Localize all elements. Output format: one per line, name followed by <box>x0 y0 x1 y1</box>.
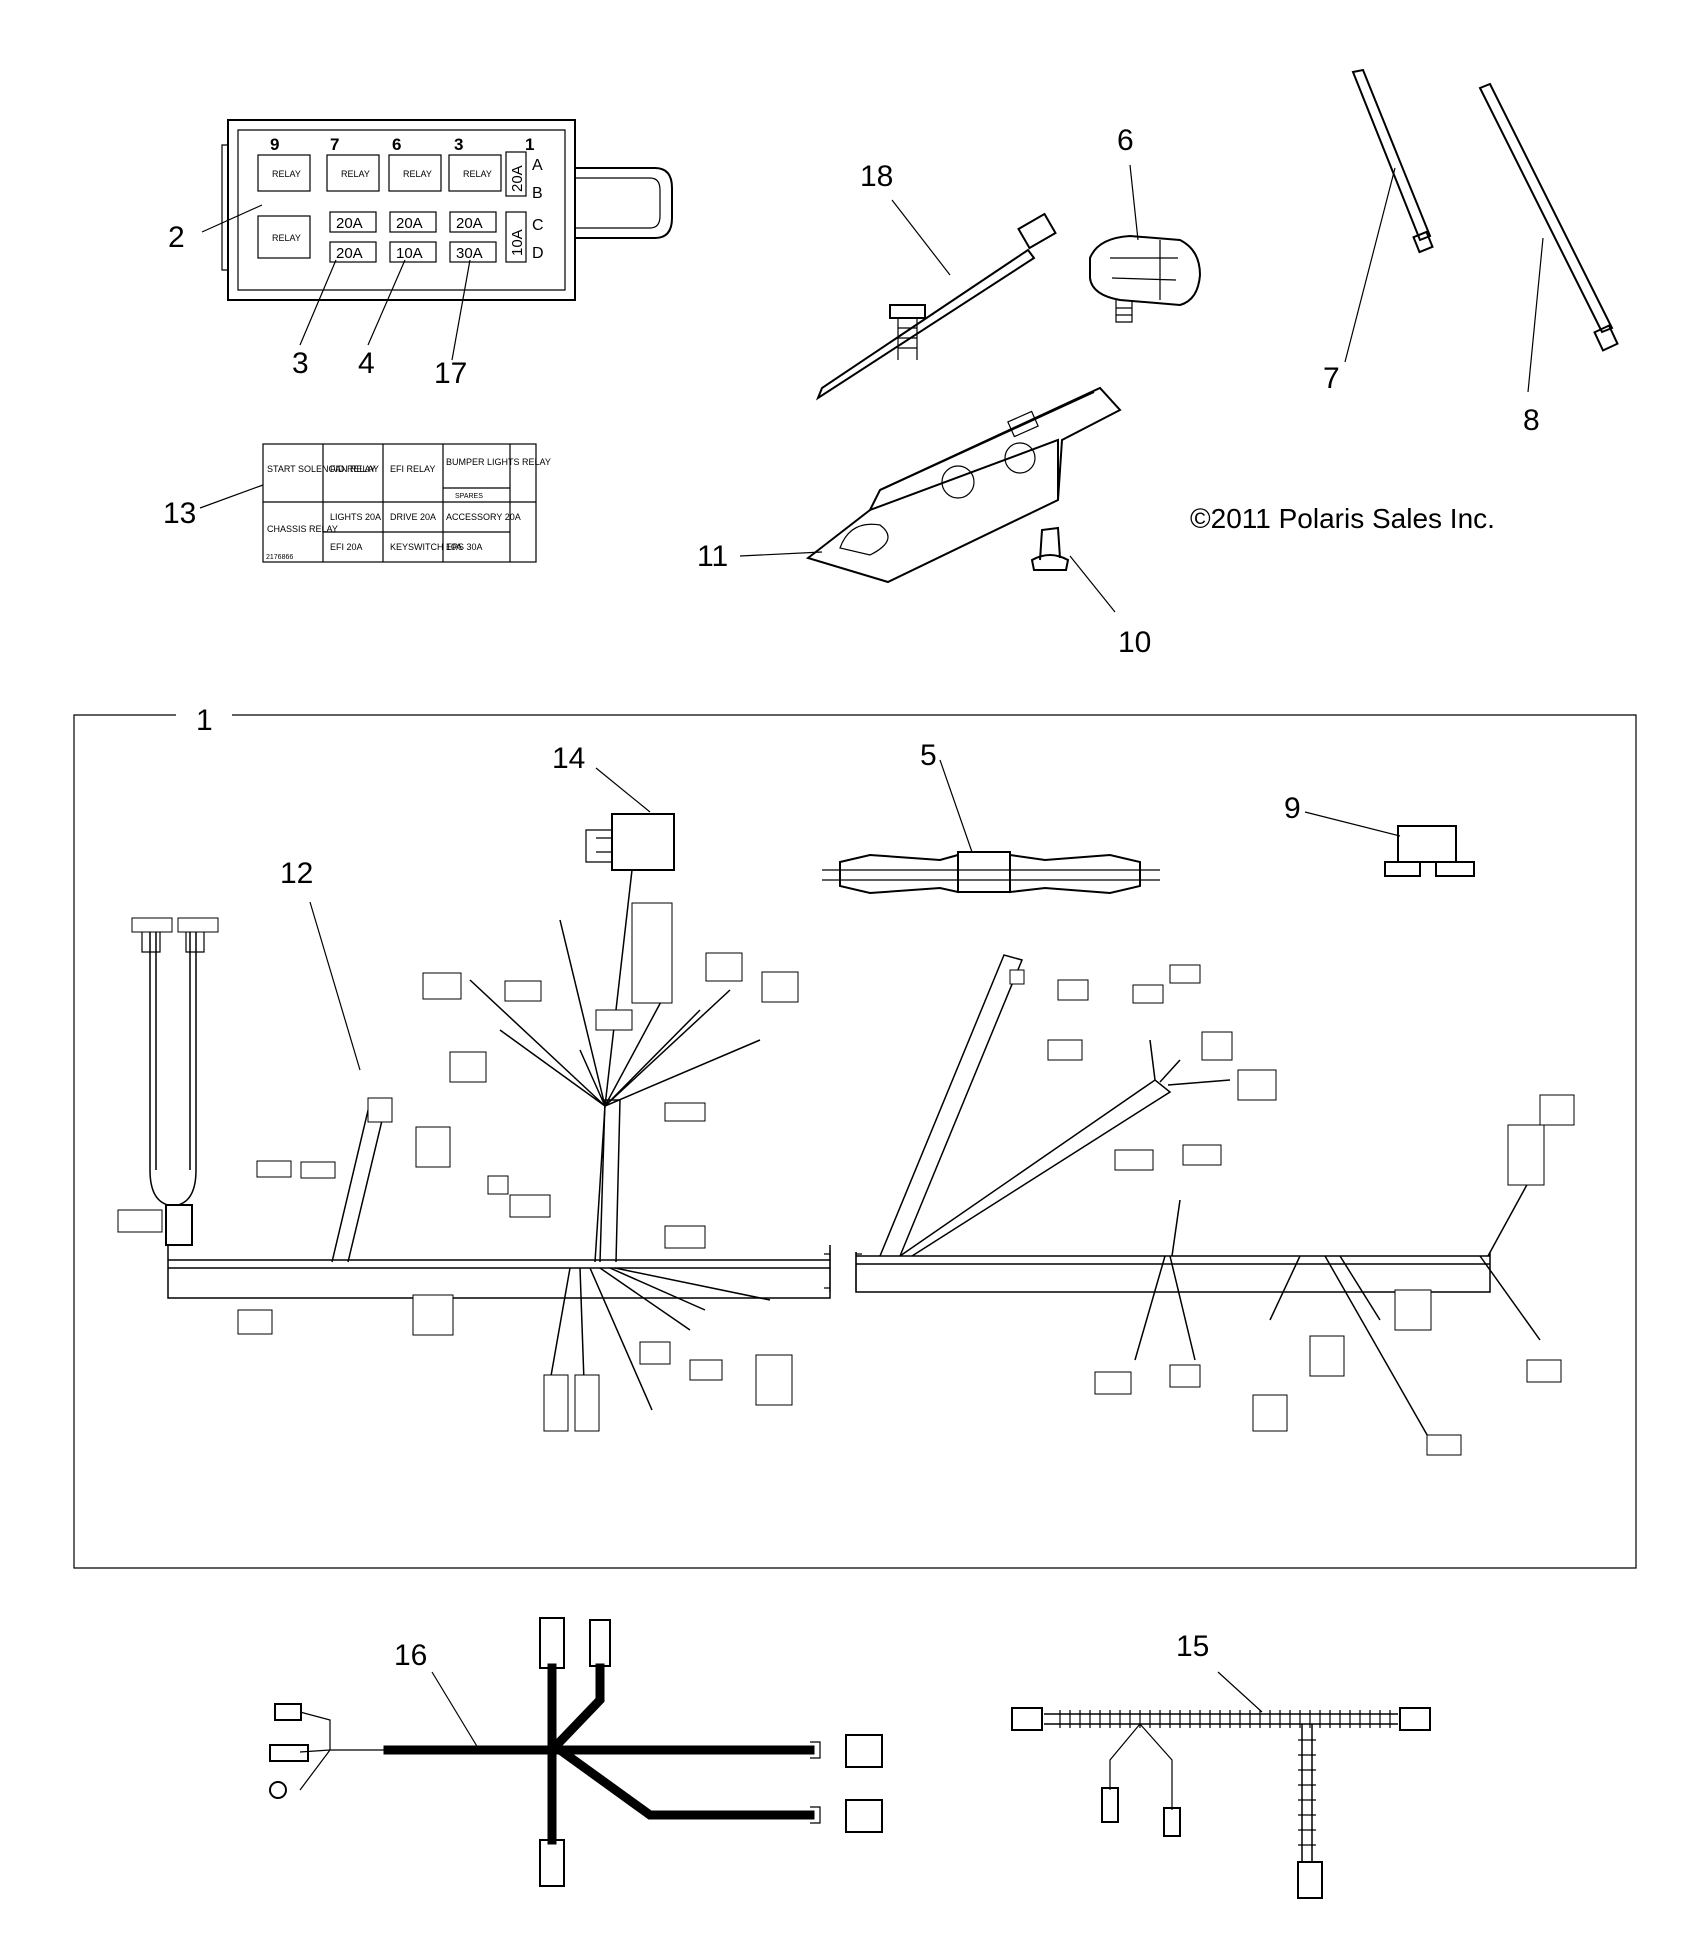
label-cell: EFI RELAY <box>390 464 435 474</box>
cable-tie-push-mount <box>815 199 1057 401</box>
fuse-rating: 20A <box>336 215 363 232</box>
callout-14: 14 <box>552 742 585 775</box>
label-cell: FAN RELAY <box>330 464 379 474</box>
copyright-notice: ©2011 Polaris Sales Inc. <box>1190 503 1495 534</box>
callout-11: 11 <box>697 540 728 573</box>
relay-label: RELAY <box>403 169 432 179</box>
relay-label: RELAY <box>272 233 301 243</box>
callout-5: 5 <box>920 739 937 772</box>
callout-4: 4 <box>358 347 375 380</box>
fuse-row-letter: D <box>532 245 544 262</box>
sub-harness-15 <box>1011 1671 1431 1899</box>
callout-7: 7 <box>1323 362 1340 395</box>
label-cell: CHASSIS RELAY <box>267 524 338 534</box>
connector-clip <box>1089 164 1202 323</box>
mounting-bracket <box>739 386 1122 584</box>
label-cell: KEYSWITCH 10A <box>390 542 462 552</box>
fuse-row-letter: C <box>532 217 544 234</box>
fuse-column-number: 3 <box>454 135 463 154</box>
fuse-column-number: 1 <box>525 135 534 154</box>
callout-13: 13 <box>163 497 196 530</box>
fuse-rating: 30A <box>456 245 483 262</box>
label-cell: BUMPER LIGHTS RELAY <box>446 457 551 467</box>
label-cell: LIGHTS 20A <box>330 512 381 522</box>
fuse-row-letter: A <box>532 157 543 174</box>
fuse-column-number: 9 <box>270 135 279 154</box>
fuse-column-number: 6 <box>392 135 401 154</box>
label-part-number: 2176866 <box>266 554 293 561</box>
push-rivet <box>1030 526 1116 613</box>
callout-3: 3 <box>292 347 309 380</box>
relay-label: RELAY <box>272 169 301 179</box>
fuse-label-decal: START SOLENOID RELAY FAN RELAY EFI RELAY… <box>199 443 551 563</box>
callout-8: 8 <box>1523 404 1540 437</box>
callout-9: 9 <box>1284 792 1301 825</box>
label-cell: START SOLENOID RELAY <box>267 464 376 474</box>
callout-1: 1 <box>196 704 213 737</box>
callout-6: 6 <box>1117 124 1134 157</box>
label-cell: EPS 30A <box>446 542 483 552</box>
fuse-row-letter: B <box>532 185 543 202</box>
fuse-rating: 20A <box>509 165 526 192</box>
cable-tie-short <box>1344 68 1434 363</box>
main-harness-left-section <box>117 869 831 1432</box>
fuse-box: 9 7 6 3 1 A B C D RELAY RELAY RELAY RELA… <box>201 119 673 361</box>
callout-15: 15 <box>1176 1630 1209 1663</box>
fuse-rating: 20A <box>336 245 363 262</box>
fuse-rating: 10A <box>509 229 526 256</box>
fuse-rating: 20A <box>396 215 423 232</box>
callout-12: 12 <box>280 857 313 890</box>
callout-10: 10 <box>1118 626 1151 659</box>
cable-tie-long <box>1478 82 1619 393</box>
fuse-column-number: 7 <box>330 135 339 154</box>
relay-label: RELAY <box>463 169 492 179</box>
relay-label: RELAY <box>341 169 370 179</box>
inline-fuse-holder <box>822 759 1160 895</box>
callout-2: 2 <box>168 221 185 254</box>
circuit-breaker <box>1304 811 1475 877</box>
main-harness-frame <box>73 714 1637 1569</box>
fuse-rating: 10A <box>396 245 423 262</box>
label-spares: SPARES <box>455 493 483 500</box>
callout-17: 17 <box>434 357 467 390</box>
main-harness-right-section <box>855 954 1575 1456</box>
relay-module <box>585 767 675 871</box>
callout-16: 16 <box>394 1639 427 1672</box>
label-cell: DRIVE 20A <box>390 512 436 522</box>
label-cell: EFI 20A <box>330 542 363 552</box>
fuse-rating: 20A <box>456 215 483 232</box>
sub-harness-16 <box>269 1617 883 1887</box>
callout-18: 18 <box>860 160 893 193</box>
label-cell: ACCESSORY 20A <box>446 512 521 522</box>
